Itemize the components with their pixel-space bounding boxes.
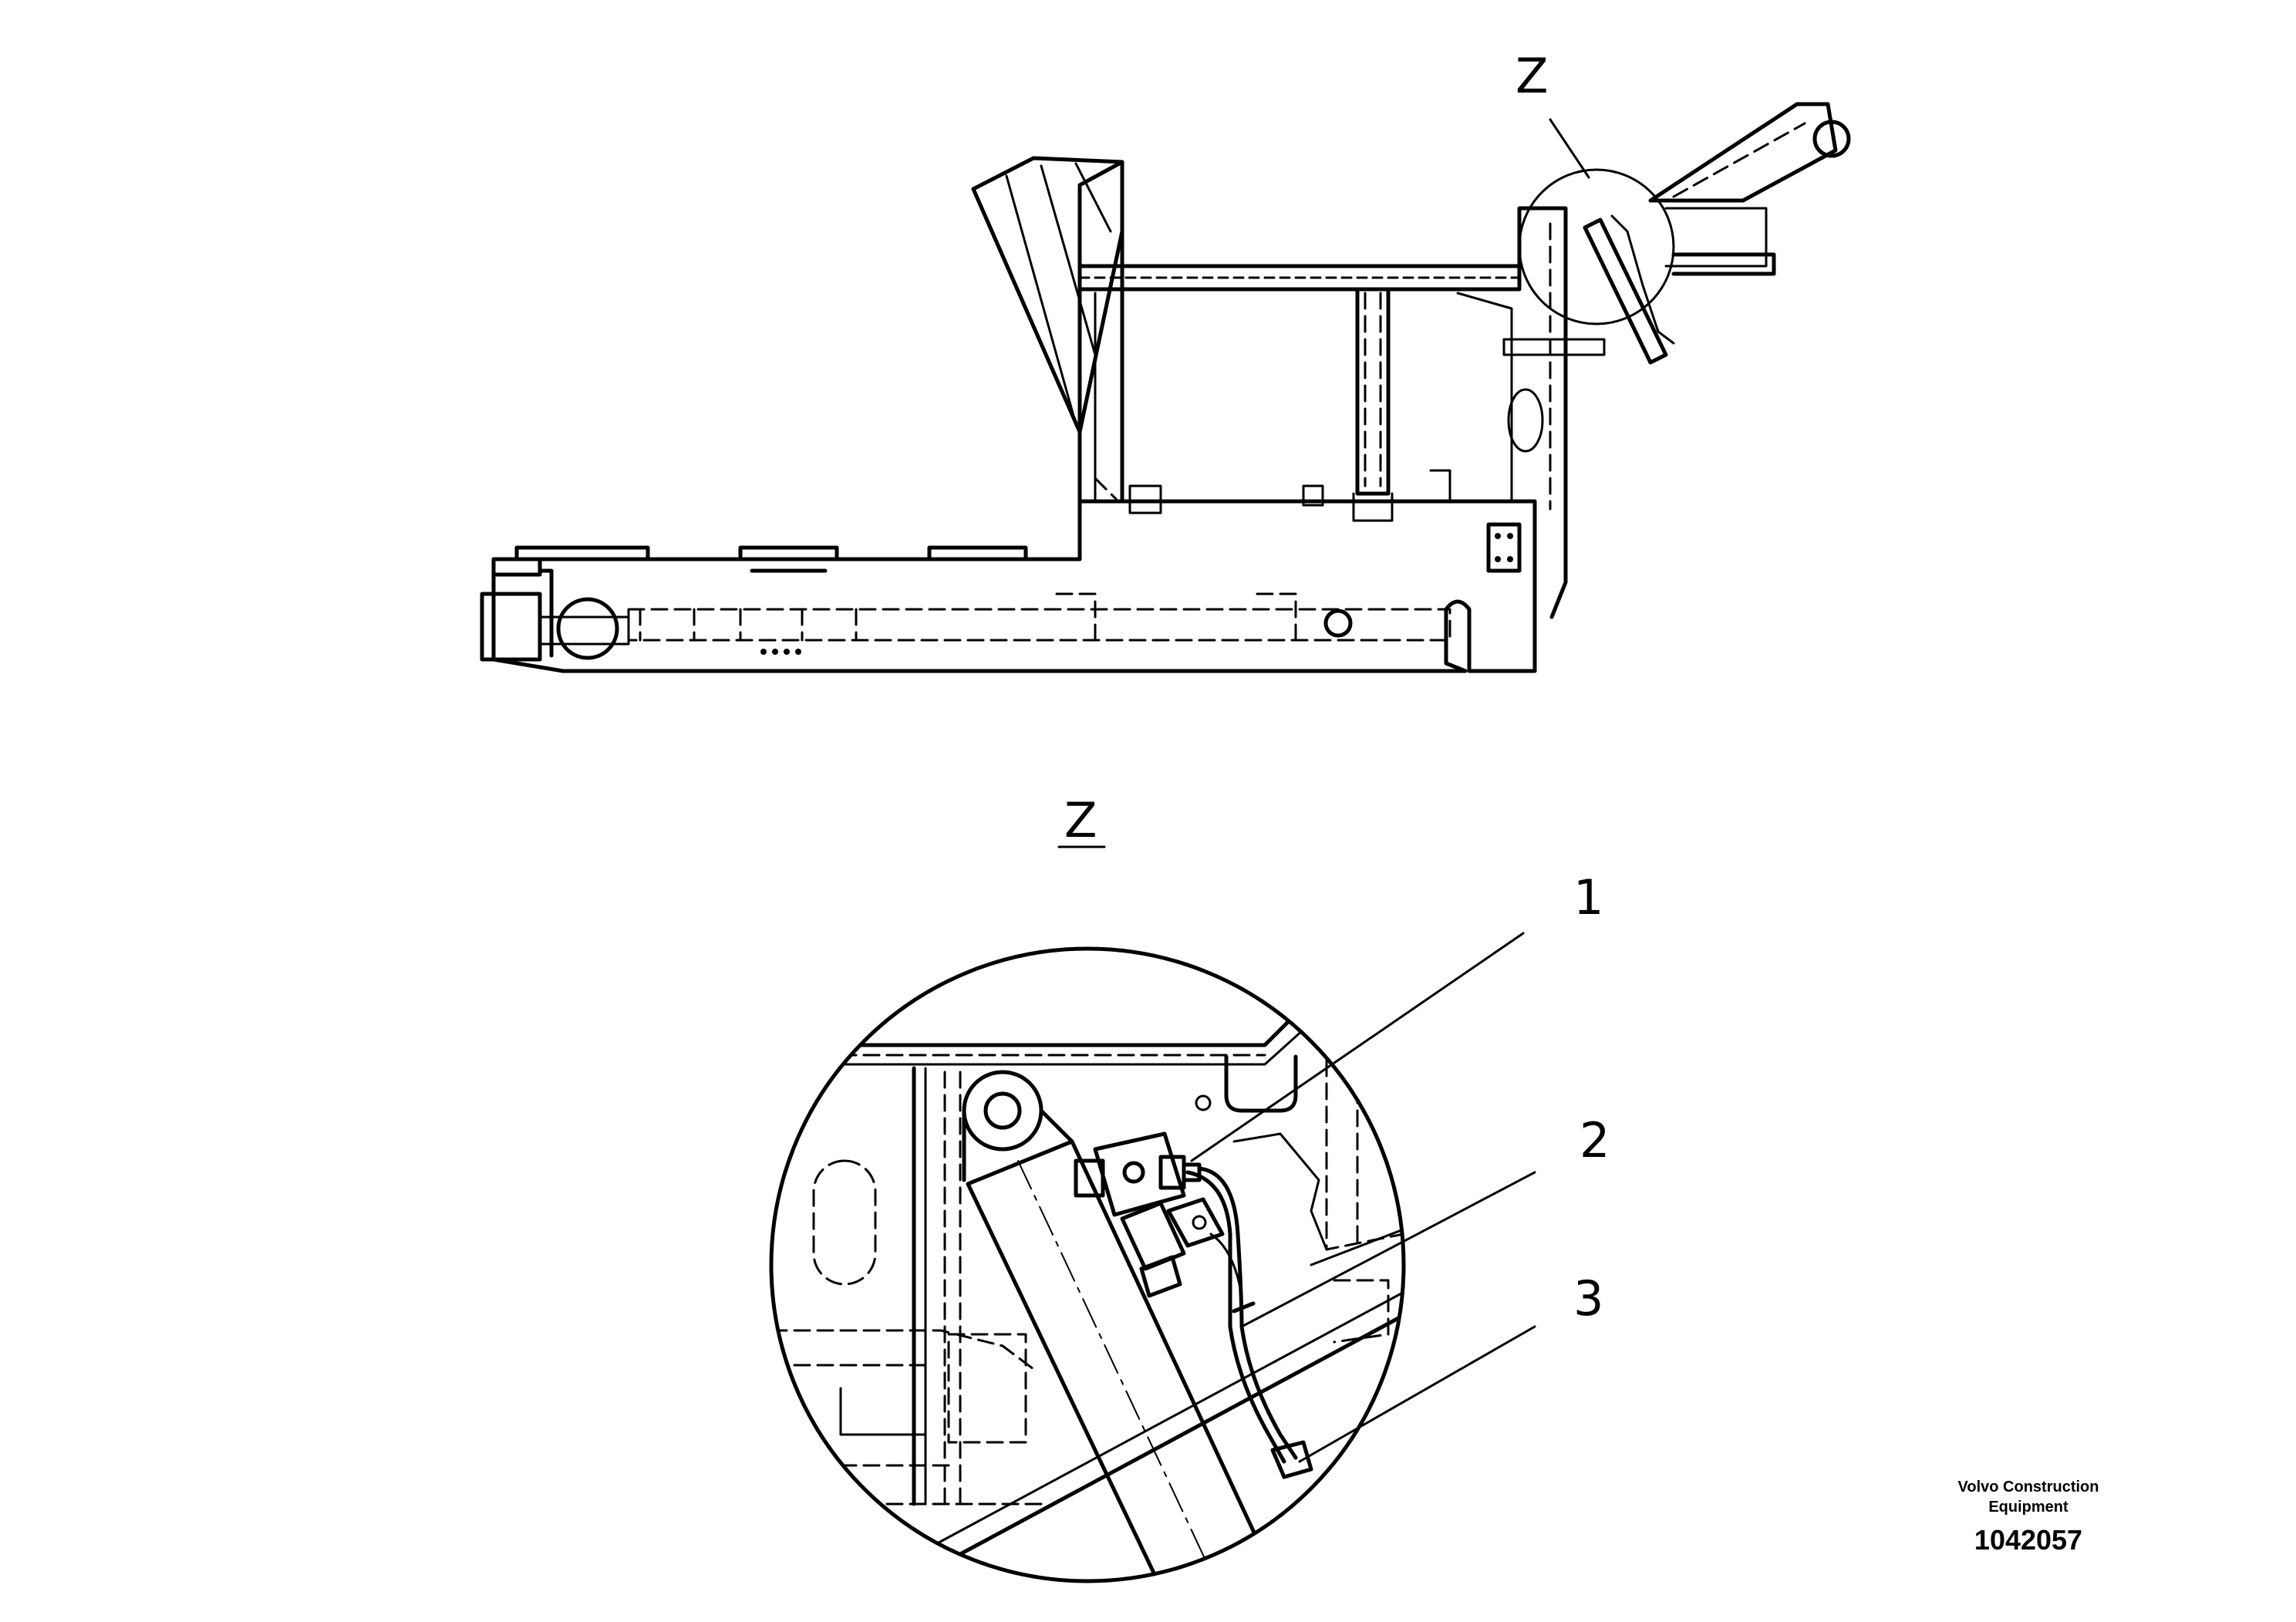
electrical-connector (1166, 1197, 1225, 1248)
callout-1-label: 1 (1573, 869, 1603, 926)
callout-3-label: 3 (1573, 1270, 1603, 1327)
hydraulic-cylinder (962, 1070, 1283, 1581)
detail-z-title-text: Z (1064, 792, 1097, 848)
detail-z-view (769, 946, 1406, 1583)
detail-z-marker: Z (1515, 48, 1675, 325)
callout-2: 2 (1240, 1112, 1610, 1328)
callout-2-label: 2 (1580, 1112, 1610, 1168)
document-number: 1042057 (1974, 1524, 2083, 1556)
callout-1: 1 (1190, 869, 1603, 1162)
company-name-line2: Equipment (1988, 1499, 2068, 1516)
pressure-switch (1074, 1131, 1202, 1298)
frame-side-view (480, 102, 1851, 673)
callout-3: 3 (1298, 1270, 1603, 1463)
publisher-credit: Volvo Construction Equipment 1042057 (1928, 1477, 2129, 1557)
detail-z-title: Z (1057, 792, 1106, 848)
cable-harness (1185, 1166, 1313, 1479)
company-name-line1: Volvo Construction (1957, 1479, 2099, 1496)
detail-z-marker-label: Z (1515, 48, 1548, 104)
